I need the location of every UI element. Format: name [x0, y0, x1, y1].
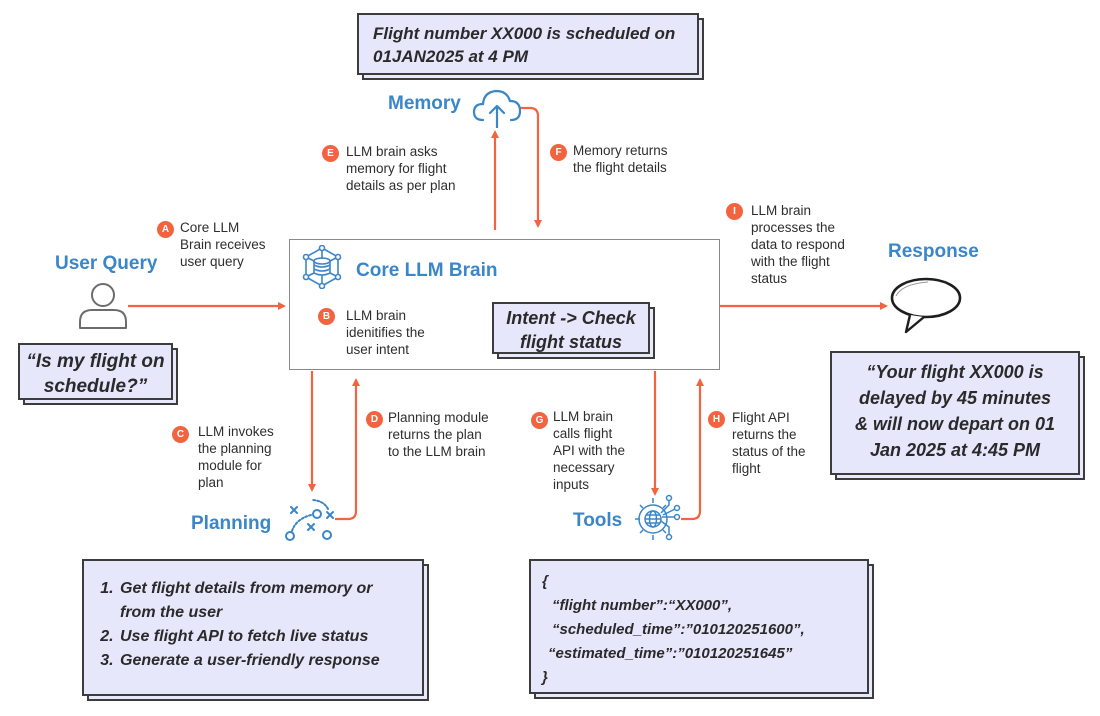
- step-d-line: returns the plan: [388, 427, 482, 442]
- response-line: Jan 2025 at 4:45 PM: [869, 440, 1041, 460]
- response-title: Response: [888, 241, 979, 262]
- user-query-card-body: “Is my flight on schedule?”: [18, 343, 173, 400]
- planning-steps-card: Get flight details from memory or from t…: [82, 559, 429, 701]
- step-a-line: user query: [180, 254, 244, 269]
- tools-json-card: { “flight number”:“XX000”, “scheduled_ti…: [529, 559, 874, 699]
- intent-card: Intent -> Check flight status: [492, 302, 655, 359]
- memory-card-line-2: 01JAN2025 at 4 PM: [373, 47, 528, 66]
- core-llm-brain-box: Core LLM Brain B LLM brain idenitifies t…: [289, 239, 720, 370]
- json-line: “scheduled_time”:”010120251600”,: [552, 621, 805, 638]
- planning-steps-list: Get flight details from memory or from t…: [88, 577, 412, 673]
- planning-step: Use flight API to fetch live status: [118, 625, 412, 649]
- response-line: delayed by 45 minutes: [858, 388, 1052, 408]
- step-e-note: LLM brain asks memory for flight details…: [346, 143, 456, 194]
- step-i-line: processes the: [751, 220, 836, 235]
- memory-card-body: Flight number XX000 is scheduled on 01JA…: [357, 13, 699, 75]
- step-badge-c: C: [172, 426, 189, 443]
- step-g-note: LLM brain calls flight API with the nece…: [553, 408, 625, 493]
- step-c-line: LLM invokes: [198, 424, 274, 439]
- planning-step: Get flight details from memory or from t…: [118, 577, 412, 625]
- step-badge-f: F: [550, 144, 567, 161]
- intent-line: flight status: [520, 332, 622, 352]
- step-a-line: Core LLM: [180, 220, 240, 235]
- step-i-note: LLM brain processes the data to respond …: [751, 202, 845, 287]
- step-e-line: memory for flight: [346, 161, 447, 176]
- step-h-line: Flight API: [732, 410, 790, 425]
- network-database-icon: [302, 245, 342, 289]
- step-f-line: Memory returns: [573, 143, 668, 158]
- planning-title: Planning: [191, 513, 272, 534]
- memory-card-line-1: Flight number XX000 is scheduled on: [373, 24, 676, 43]
- step-e-line: details as per plan: [346, 178, 456, 193]
- step-h-line: status of the: [732, 444, 806, 459]
- response-card-body: “Your flight XX000 is delayed by 45 minu…: [830, 351, 1080, 475]
- step-f-note: Memory returns the flight details: [573, 142, 668, 176]
- intent-card-body: Intent -> Check flight status: [492, 302, 650, 354]
- gear-globe-icon: [635, 494, 681, 541]
- step-b-line: idenitifies the: [346, 325, 425, 340]
- user-icon: [79, 283, 127, 329]
- tools-title: Tools: [573, 510, 623, 531]
- step-d-line: Planning module: [388, 410, 489, 425]
- planning-step: Generate a user-friendly response: [118, 649, 412, 673]
- json-line: }: [542, 669, 548, 686]
- step-c-note: LLM invokes the planning module for plan: [198, 423, 274, 491]
- step-f-line: the flight details: [573, 160, 667, 175]
- step-h-line: returns the: [732, 427, 797, 442]
- step-e-line: LLM brain asks: [346, 144, 438, 159]
- step-badge-d: D: [366, 411, 383, 428]
- step-badge-h: H: [708, 411, 725, 428]
- user-query-card: “Is my flight on schedule?”: [18, 343, 178, 405]
- step-i-line: status: [751, 271, 788, 286]
- cloud-upload-icon: [472, 89, 522, 128]
- arrow-h-tools-to-brain: [681, 378, 704, 521]
- json-line: “estimated_time”:”010120251645”: [548, 645, 793, 662]
- step-d-line: to the LLM brain: [388, 444, 486, 459]
- response-card: “Your flight XX000 is delayed by 45 minu…: [830, 351, 1085, 480]
- step-g-line: API with the: [553, 443, 626, 458]
- step-b-line: LLM brain: [346, 308, 407, 323]
- planning-steps-card-body: Get flight details from memory or from t…: [82, 559, 424, 696]
- step-b-line: user intent: [346, 342, 410, 357]
- memory-title: Memory: [388, 93, 461, 114]
- step-g-line: LLM brain: [553, 409, 614, 424]
- step-i-line: with the flight: [751, 254, 830, 269]
- step-c-line: the planning: [198, 441, 272, 456]
- step-badge-e: E: [322, 145, 339, 162]
- core-llm-brain-title: Core LLM Brain: [356, 260, 498, 281]
- step-badge-g: G: [531, 412, 548, 429]
- step-g-line: calls flight: [553, 426, 613, 441]
- user-query-line: “Is my flight on: [26, 351, 165, 372]
- intent-line: Intent -> Check: [506, 308, 636, 328]
- arrow-f-memory-to-brain: [520, 106, 542, 228]
- step-c-line: plan: [198, 475, 224, 490]
- step-i-line: data to respond: [751, 237, 845, 252]
- strategy-play-icon: [285, 499, 334, 541]
- step-badge-a: A: [157, 221, 174, 238]
- tools-json-card-body: { “flight number”:“XX000”, “scheduled_ti…: [529, 559, 869, 694]
- step-a-line: Brain receives: [180, 237, 266, 252]
- step-d-note: Planning module returns the plan to the …: [388, 409, 489, 460]
- step-badge-b: B: [318, 308, 335, 325]
- user-query-line: schedule?”: [43, 376, 148, 397]
- response-line: “Your flight XX000 is: [866, 362, 1044, 382]
- step-g-line: inputs: [553, 477, 590, 492]
- step-h-line: flight: [732, 461, 761, 476]
- step-h-note: Flight API returns the status of the fli…: [732, 409, 806, 477]
- step-c-line: module for: [198, 458, 262, 473]
- step-b-note: LLM brain idenitifies the user intent: [346, 307, 425, 358]
- memory-card: Flight number XX000 is scheduled on 01JA…: [357, 13, 704, 80]
- json-line: “flight number”:“XX000”,: [552, 597, 733, 614]
- step-i-line: LLM brain: [751, 203, 812, 218]
- step-a-note: Core LLM Brain receives user query: [180, 219, 266, 270]
- speech-bubble-icon: [890, 277, 962, 334]
- arrow-d-planning-to-brain: [335, 378, 360, 521]
- step-badge-i: I: [726, 203, 743, 220]
- user-query-title: User Query: [55, 253, 158, 274]
- json-line: {: [542, 573, 548, 590]
- step-g-line: necessary: [553, 460, 615, 475]
- response-line: & will now depart on 01: [854, 414, 1056, 434]
